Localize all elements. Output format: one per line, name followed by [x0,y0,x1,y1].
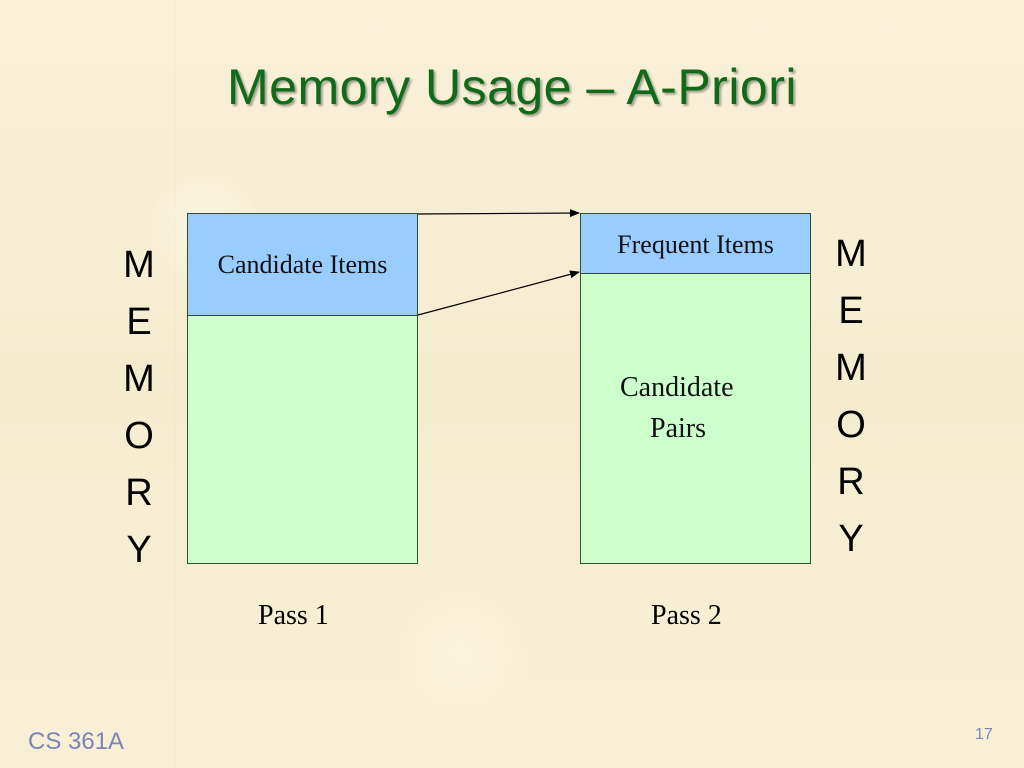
slide-title: Memory Usage – A-Priori [227,59,797,115]
pass2-label: Pass 2 [651,600,722,631]
candidate-pairs-block [580,273,811,564]
candidate-items-label: Candidate Items [217,249,388,279]
pass1-memory-body [187,315,418,564]
memory-letter: Y [838,518,864,560]
memory-label-right: M E M O R Y [831,226,871,568]
memory-letter: Y [126,529,152,571]
memory-letter: E [126,301,152,343]
memory-letter: M [123,358,155,400]
candidate-items-block: Candidate Items [187,213,418,316]
arrow-top [417,209,580,218]
memory-letter: M [123,244,155,286]
memory-letter: R [837,461,865,503]
memory-letter: R [125,472,153,514]
candidate-pairs-label: Candidate Pairs [620,367,770,449]
candidate-pairs-line1: Candidate [620,372,734,403]
memory-letter: O [836,404,866,446]
memory-label-left: M E M O R Y [119,237,159,579]
candidate-pairs-line2: Pairs [650,413,706,444]
footer-course: CS 361A [28,728,125,755]
memory-letter: M [835,233,867,275]
pass1-label: Pass 1 [258,600,329,631]
memory-letter: E [838,290,864,332]
page-number: 17 [975,726,993,743]
memory-letter: M [835,347,867,389]
arrow-bottom [417,270,580,316]
frequent-items-label: Frequent Items [617,230,774,259]
frequent-items-block: Frequent Items [580,213,811,274]
memory-letter: O [124,415,154,457]
